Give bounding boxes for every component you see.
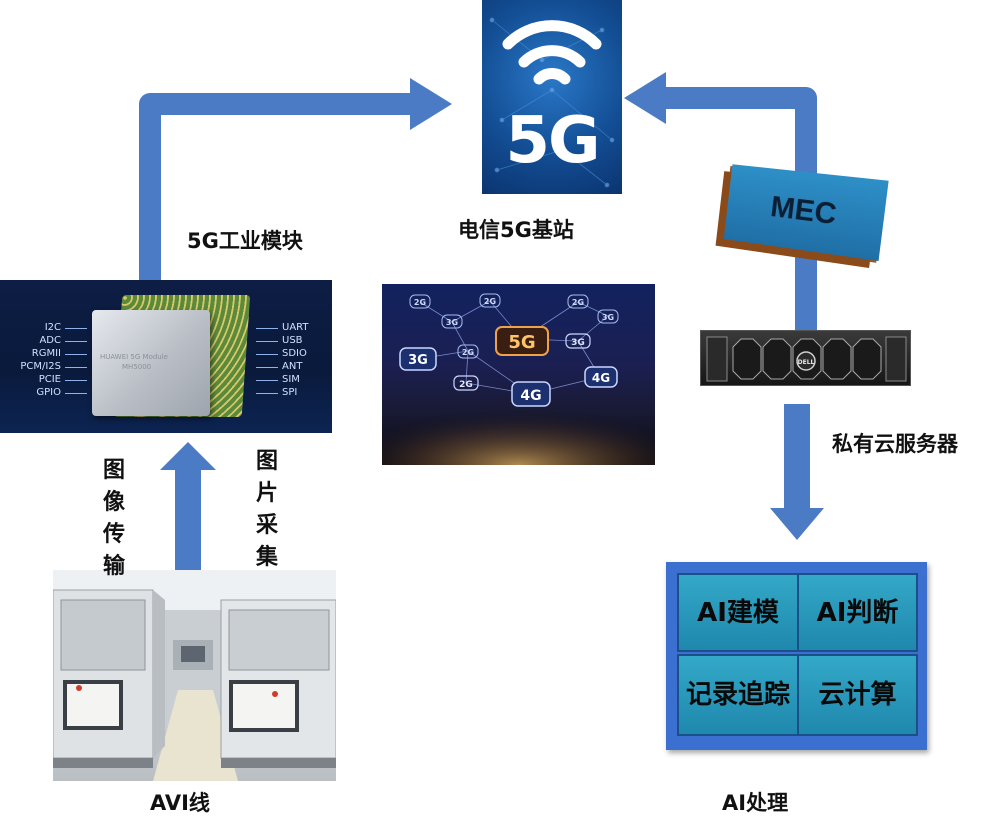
bubble-4g-large: 4G	[511, 381, 551, 407]
bubble-3g: 3G	[565, 333, 591, 349]
image-capture-label: 图片采集	[255, 449, 278, 570]
pin-right: UART	[256, 322, 309, 333]
pin-right: SPI	[255, 387, 298, 398]
pin-left: GPIO	[36, 387, 87, 398]
svg-text:3G: 3G	[602, 313, 614, 322]
chip-model-text: MH5000	[122, 363, 152, 371]
avi-machine-right	[220, 599, 336, 768]
pin-right: ANT	[255, 361, 303, 372]
svg-text:3G: 3G	[446, 318, 458, 327]
tower-caption: 电信5G基站	[458, 218, 574, 242]
svg-text:4G: 4G	[520, 388, 541, 404]
bubble-3g-large: 3G	[399, 347, 437, 371]
svg-text:2G: 2G	[484, 297, 496, 306]
arrow-server-to-ai-head	[770, 508, 824, 540]
mec-label: MEC	[768, 190, 839, 232]
pin-right: SDIO	[256, 348, 307, 359]
arrow-factory-to-module	[175, 468, 201, 570]
record-tracking-cell: 记录追踪	[677, 654, 799, 736]
svg-text:2G: 2G	[414, 298, 426, 307]
pin-left: PCM/I2S	[20, 361, 87, 372]
svg-text:5G: 5G	[508, 332, 535, 353]
factory-caption: AVI线	[150, 791, 210, 815]
pin-left: PCIE	[38, 374, 88, 385]
image-transfer-label: 图像传输	[102, 458, 125, 579]
chip-brand-text: HUAWEI 5G Module	[100, 353, 168, 361]
svg-text:2G: 2G	[459, 380, 473, 390]
module-chip: HUAWEI 5G Module MH5000	[92, 310, 210, 416]
svg-text:2G: 2G	[462, 348, 474, 357]
avi-line-photo	[53, 570, 336, 781]
bubble-3g: 3G	[597, 309, 619, 324]
bubble-2g: 2G	[457, 344, 479, 359]
svg-text:2G: 2G	[572, 298, 584, 307]
arrow-module-to-tower	[139, 93, 420, 280]
5g-tower-image: 5G	[482, 0, 622, 194]
bubble-4g: 4G	[584, 366, 618, 388]
bubble-2g: 2G	[567, 294, 589, 309]
svg-text:4G: 4G	[592, 371, 610, 385]
ai-caption: AI处理	[722, 791, 789, 815]
arrow-mec-to-tower-head	[624, 72, 666, 124]
arrow-mec-to-tower	[660, 87, 817, 330]
network-generations-image: 2G 3G 2G 2G 3G 3G	[382, 284, 655, 465]
ai-processing-panel: AI建模 AI判断 记录追踪 云计算	[666, 562, 927, 750]
bubble-3g: 3G	[441, 314, 463, 329]
dell-logo-icon	[796, 351, 816, 371]
bubble-2g: 2G	[479, 293, 501, 308]
arrow-server-to-ai	[784, 404, 810, 508]
arrow-factory-to-module-head	[160, 442, 216, 470]
svg-text:3G: 3G	[408, 353, 428, 368]
pin-left: ADC	[39, 335, 86, 346]
cloud-computing-cell: 云计算	[797, 654, 918, 736]
module-caption: 5G工业模块	[187, 229, 303, 253]
server-caption: 私有云服务器	[832, 432, 958, 456]
pin-right: SIM	[256, 374, 300, 385]
pin-left: I2C	[44, 322, 88, 333]
svg-text:3G: 3G	[571, 338, 585, 348]
svg-text:DELL: DELL	[798, 359, 815, 366]
pin-right: USB	[256, 335, 303, 346]
pin-left: RGMII	[31, 348, 88, 359]
avi-machine-left	[53, 589, 165, 768]
bubble-2g: 2G	[409, 294, 431, 309]
bubble-5g-center: 5G	[495, 326, 549, 356]
arrow-module-to-tower-head	[410, 78, 452, 130]
server-image: DELL	[700, 330, 911, 386]
network-mesh-decoration	[489, 17, 615, 188]
wifi-icon	[502, 20, 602, 85]
ai-modeling-cell: AI建模	[677, 573, 799, 652]
bubble-2g: 2G	[453, 375, 479, 391]
ai-judgment-cell: AI判断	[797, 573, 918, 652]
tower-5g-text: 5G	[505, 104, 600, 178]
